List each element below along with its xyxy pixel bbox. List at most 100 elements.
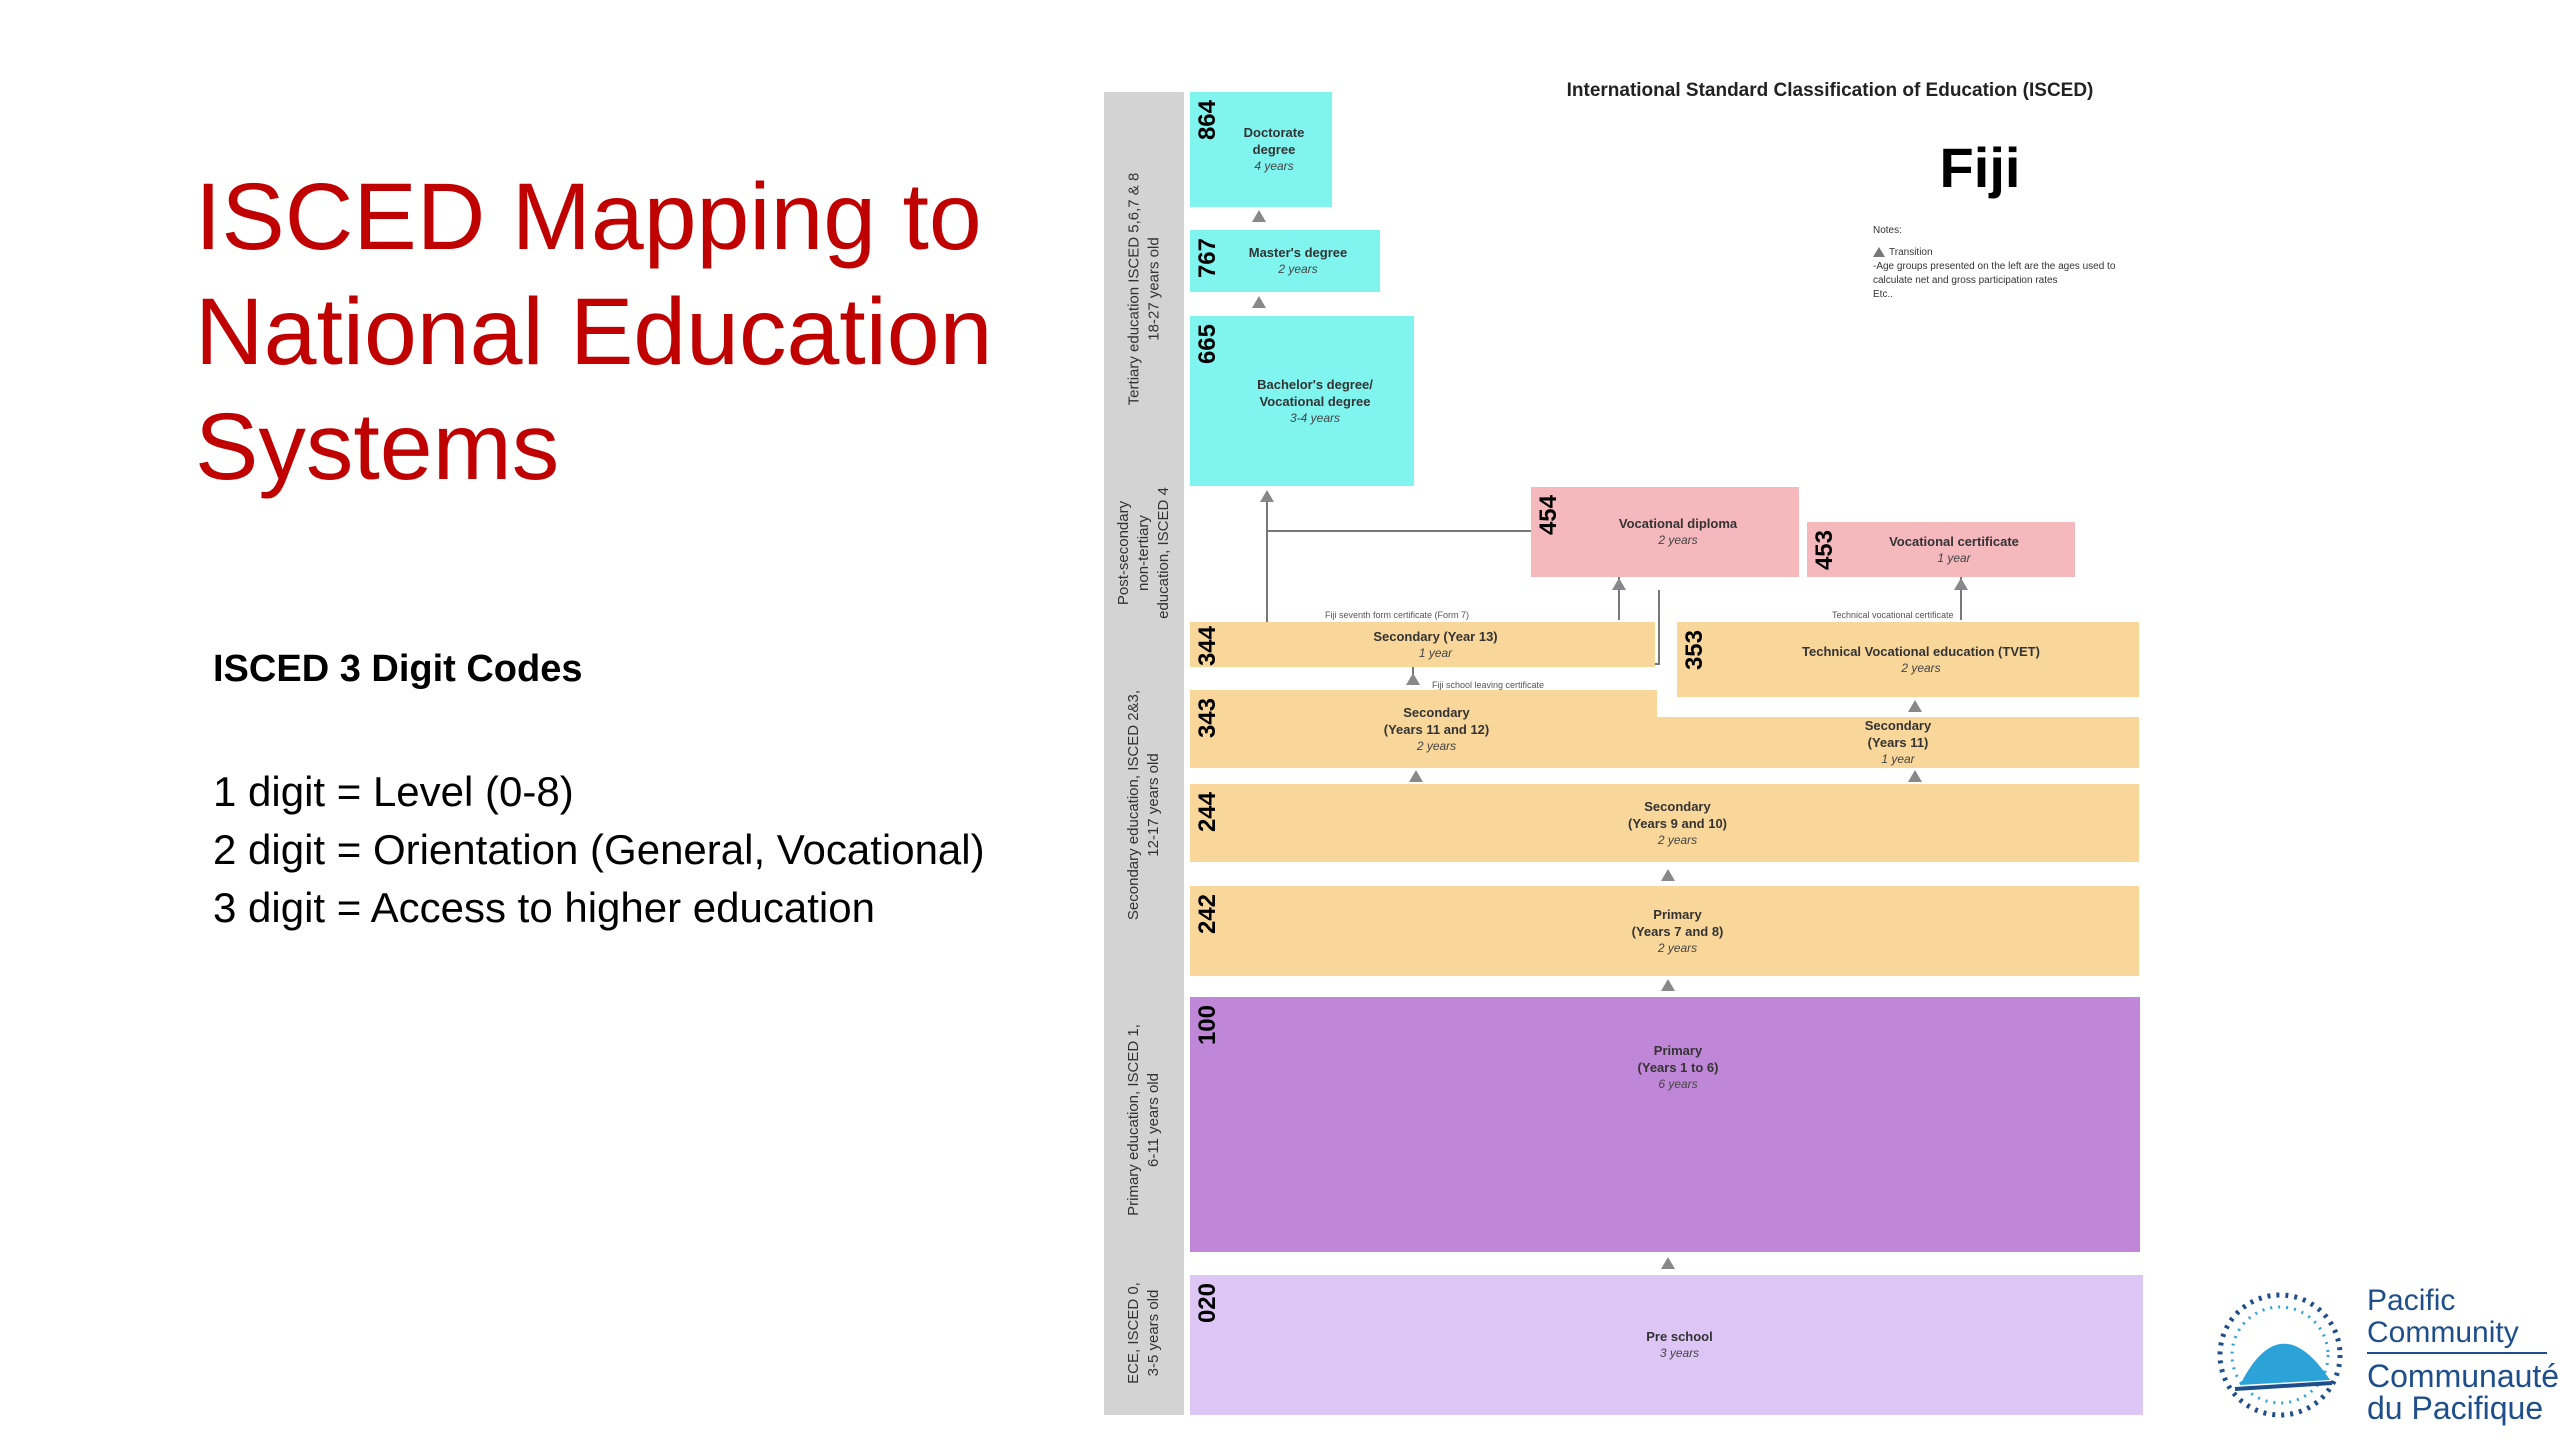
band-tertiary-label: Tertiary education ISCED 5,6,7 & 8 18-27… — [1125, 172, 1162, 405]
transition-arrow-icon — [1954, 578, 1968, 590]
programme-duration: 2 years — [1901, 660, 1941, 675]
logo-line: Pacific — [2367, 1284, 2456, 1317]
logo-line: Communauté — [2367, 1358, 2560, 1394]
programme-code: 864 — [1194, 100, 1221, 141]
transition-arrow-icon — [1406, 673, 1420, 685]
programme-665: 665 Bachelor's degree/ Vocational degree… — [1190, 316, 1414, 486]
codes-heading: ISCED 3 Digit Codes — [213, 648, 583, 690]
programme-name: Vocational certificate — [1889, 533, 2019, 549]
country-name: Fiji — [1939, 136, 2021, 199]
transition-arrow-icon — [1260, 490, 1274, 502]
notes-etc: Etc.. — [1873, 289, 1894, 300]
diagram-title: International Standard Classification of… — [1566, 80, 2094, 101]
programme-name: Secondary (Years 11) — [1864, 718, 1932, 750]
logo-text-en: Pacific Community — [2367, 1285, 2519, 1349]
programme-020: 020 Pre school 3 years — [1190, 1275, 2143, 1415]
programme-name: Bachelor's degree/ Vocational degree — [1257, 376, 1373, 409]
programme-duration: 1 year — [1881, 752, 1915, 766]
band-post-secondary: Post-secondary non-tertiary education, I… — [1104, 485, 1184, 623]
band-primary: Primary education, ISCED 1, 6-11 years o… — [1104, 990, 1184, 1253]
notes-text: -Age groups presented on the left are th… — [1873, 261, 2116, 286]
band-secondary-label: Secondary education, ISCED 2&3, 12-17 ye… — [1125, 689, 1163, 921]
programme-code: 244 — [1194, 792, 1221, 833]
band-post-secondary-label: Post-secondary non-tertiary education, I… — [1115, 486, 1172, 619]
programme-duration: 3 years — [1659, 1346, 1700, 1360]
band-ece-label: ECE, ISCED 0, 3-5 years old — [1125, 1281, 1163, 1384]
programme-767: 767 Master's degree 2 years — [1190, 230, 1380, 292]
programme-name: Secondary (Year 13) — [1373, 628, 1498, 644]
code-line-orientation: 2 digit = Orientation (General, Vocation… — [213, 826, 985, 873]
connector-line — [1618, 570, 1620, 620]
transition-arrow-icon — [1409, 770, 1423, 782]
cert-school-leaving: Fiji school leaving certificate — [1432, 680, 1545, 690]
transition-arrow-icon — [1252, 210, 1266, 222]
band-ece: ECE, ISCED 0, 3-5 years old — [1104, 1250, 1184, 1418]
transition-arrow-icon — [1612, 578, 1626, 590]
programme-duration: 2 years — [1416, 738, 1457, 753]
transition-arrow-icon — [1252, 296, 1266, 308]
connector-line — [1266, 530, 1531, 532]
code-line-access: 3 digit = Access to higher education — [213, 884, 875, 931]
code-line-level: 1 digit = Level (0-8) — [213, 768, 574, 815]
programme-343: 343 Secondary (Years 11 and 12)2 years — [1190, 690, 1657, 768]
logo-text-fr: Communauté du Pacifique — [2367, 1360, 2559, 1424]
programme-code: 100 — [1194, 1005, 1221, 1046]
cert-technical: Technical vocational certificate — [1832, 610, 1954, 620]
notes-box: Notes: Transition -Age groups presented … — [1873, 224, 2143, 302]
programme-name: Doctorate degree — [1243, 125, 1305, 157]
programme-name: Primary (Years 1 to 6) — [1637, 1043, 1719, 1075]
programme-duration: 1 year — [1937, 550, 1971, 565]
connector-line — [1960, 570, 1962, 620]
programme-code: 454 — [1535, 495, 1562, 536]
programme-code: 344 — [1194, 626, 1221, 667]
programme-duration: 3-4 years — [1289, 410, 1341, 425]
notes-transition: Transition — [1889, 247, 1933, 258]
programme-name: Vocational diploma — [1618, 516, 1738, 531]
programme-duration: 1 year — [1418, 645, 1453, 660]
pacific-community-logo-icon — [2217, 1292, 2343, 1418]
logo-line: Community — [2367, 1316, 2519, 1349]
programme-name: Technical Vocational education (TVET) — [1802, 643, 2040, 659]
programme-242: 242 Primary (Years 7 and 8)2 years — [1190, 886, 2139, 976]
programme-code: 343 — [1194, 698, 1221, 739]
connector-line — [1266, 495, 1268, 623]
programme-name: Pre school — [1646, 1329, 1713, 1344]
transition-arrow-icon — [1661, 979, 1675, 991]
programme-duration: 6 years — [1658, 1077, 1698, 1091]
programme-code: 020 — [1194, 1283, 1221, 1324]
programme-244: 244 Secondary (Years 9 and 10)2 years — [1190, 784, 2139, 862]
programme-name: Secondary (Years 11 and 12) — [1383, 704, 1490, 737]
programme-duration: 2 years — [1657, 832, 1698, 847]
programme-353: 353 Technical Vocational education (TVET… — [1677, 622, 2139, 697]
programme-864: 864 Doctorate degree 4 years — [1190, 92, 1332, 207]
programme-code: 767 — [1194, 238, 1221, 279]
programme-344: 344 Secondary (Year 13)1 year — [1190, 622, 1655, 667]
programme-454: 454 Vocational diploma 2 years — [1531, 487, 1799, 577]
programme-secondary-year-11: Secondary (Years 11) 1 year — [1657, 717, 2139, 768]
transition-arrow-icon — [1908, 700, 1922, 712]
programme-100: 100 Primary (Years 1 to 6) 6 years — [1190, 997, 2140, 1252]
slide-title: ISCED Mapping to National Education Syst… — [195, 164, 993, 500]
programme-name: Primary (Years 7 and 8) — [1631, 906, 1724, 939]
logo-line: du Pacifique — [2367, 1390, 2544, 1426]
connector-line — [1658, 590, 1660, 665]
band-tertiary: Tertiary education ISCED 5,6,7 & 8 18-27… — [1104, 92, 1184, 488]
programme-name: Secondary (Years 9 and 10) — [1628, 798, 1727, 831]
transition-arrow-icon — [1873, 247, 1885, 258]
cert-fiji-seventh: Fiji seventh form certificate (Form 7) — [1325, 610, 1470, 620]
band-primary-label: Primary education, ISCED 1, 6-11 years o… — [1125, 1024, 1162, 1216]
band-secondary: Secondary education, ISCED 2&3, 12-17 ye… — [1104, 620, 1184, 993]
programme-code: 242 — [1194, 894, 1221, 935]
programme-code: 353 — [1681, 630, 1708, 671]
notes-label: Notes: — [1873, 225, 1902, 236]
programme-duration: 2 years — [1657, 940, 1698, 955]
programme-code: 665 — [1194, 324, 1221, 365]
transition-arrow-icon — [1661, 1257, 1675, 1269]
programme-duration: 2 years — [1278, 262, 1318, 276]
programme-name: Master's degree — [1248, 245, 1348, 260]
transition-arrow-icon — [1908, 770, 1922, 782]
transition-arrow-icon — [1661, 869, 1675, 881]
programme-duration: 4 years — [1254, 159, 1294, 173]
programme-duration: 2 years — [1658, 533, 1698, 547]
